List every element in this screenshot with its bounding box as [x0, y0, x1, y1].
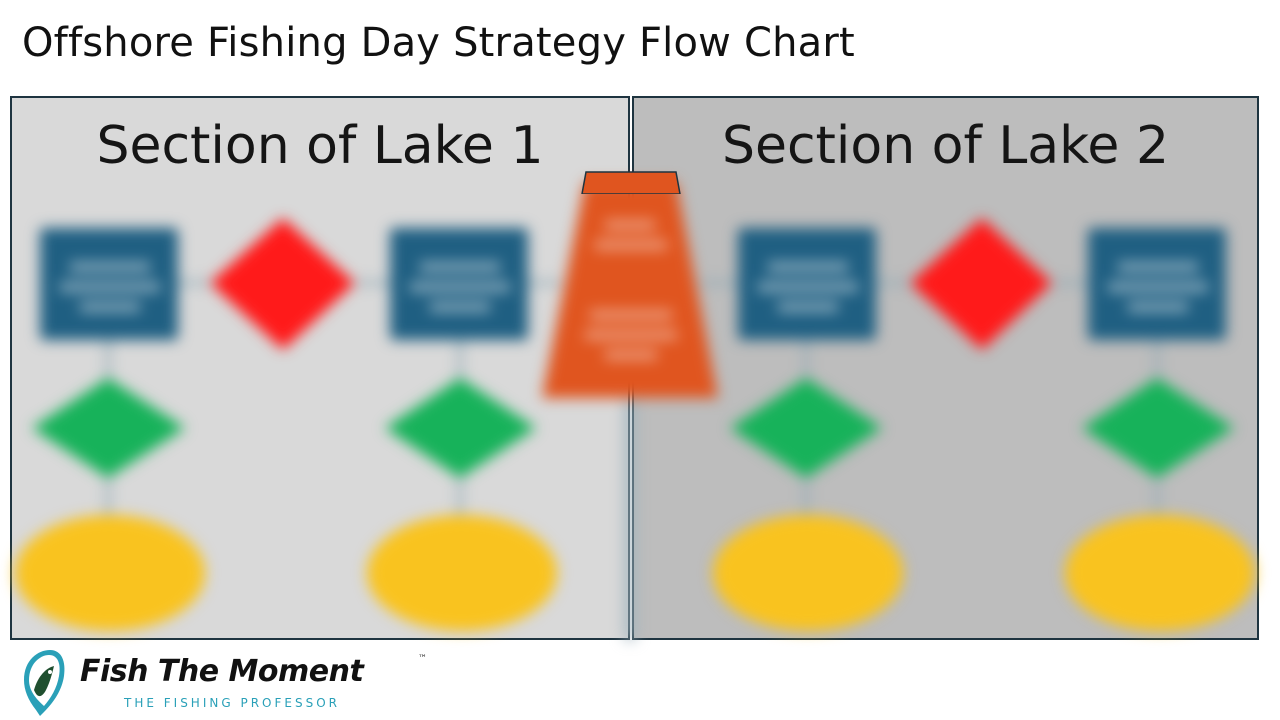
- trademark-symbol: ™: [418, 654, 427, 664]
- trapezoid-top: [581, 171, 681, 194]
- brand-tagline: THE FISHING PROFESSOR: [124, 696, 340, 710]
- section-title-lake-1: Section of Lake 1: [96, 116, 544, 176]
- section-panel-lake-2: Section of Lake 2: [632, 96, 1259, 640]
- brand-name: Fish The Moment: [80, 654, 364, 689]
- fish-the-moment-logo: [24, 650, 65, 716]
- page-title: Offshore Fishing Day Strategy Flow Chart: [22, 20, 855, 66]
- section-title-lake-2: Section of Lake 2: [721, 116, 1170, 176]
- section-panel-lake-1: Section of Lake 1: [10, 96, 630, 640]
